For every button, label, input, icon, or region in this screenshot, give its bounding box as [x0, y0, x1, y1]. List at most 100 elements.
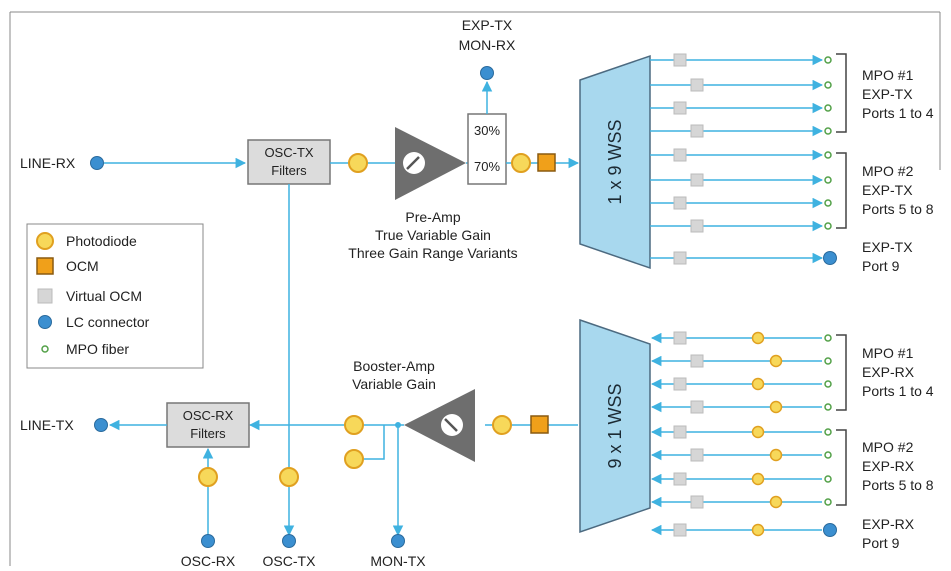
tx-group1-line3: Ports 1 to 4	[862, 105, 934, 121]
rx-group1-line3: Ports 1 to 4	[862, 383, 934, 399]
rx-port9-line2: Port 9	[862, 535, 900, 551]
rx-port9-line1: EXP-RX	[862, 516, 915, 532]
tx-port9-line1: EXP-TX	[862, 239, 913, 255]
tx-group1-line1: MPO #1	[862, 67, 914, 83]
photodiode-icon	[769, 354, 783, 368]
photodiode-icon	[511, 153, 531, 173]
rx-group1-bracket	[836, 334, 847, 411]
wss-9x1	[579, 318, 651, 534]
mpo-fiber-icon	[824, 199, 832, 207]
rx-group2-line1: MPO #2	[862, 439, 914, 455]
wss-1x9-label: 1 x 9 WSS	[605, 119, 625, 204]
legend-ocm-icon	[36, 257, 54, 275]
legend-ocm-label: OCM	[66, 258, 99, 274]
ocm-icon	[530, 415, 549, 434]
photodiode-icon	[492, 415, 512, 435]
virtual-ocm-icon	[690, 173, 704, 187]
virtual-ocm-icon	[690, 124, 704, 138]
tx-group2-line2: EXP-TX	[862, 182, 913, 198]
virtual-ocm-icon	[690, 78, 704, 92]
preamp-label-2: True Variable Gain	[375, 227, 491, 243]
legend-photodiode-icon	[36, 232, 54, 250]
booster-gain-needle	[444, 418, 458, 432]
fiber-segment	[362, 425, 385, 460]
rx-group2-bracket	[836, 429, 847, 506]
splitter-bottom-ratio: 70%	[474, 159, 500, 174]
virtual-ocm-icon	[673, 148, 687, 162]
tx-group2-line3: Ports 5 to 8	[862, 201, 934, 217]
photodiode-icon	[769, 400, 783, 414]
line-tx-connector-icon	[94, 418, 108, 432]
legend-virtual-ocm-label: Virtual OCM	[66, 288, 142, 304]
tx-group2-line1: MPO #2	[862, 163, 914, 179]
photodiode-icon	[769, 448, 783, 462]
line-rx-label: LINE-RX	[20, 155, 76, 171]
photodiode-icon	[279, 467, 299, 487]
tx-port9-line2: Port 9	[862, 258, 900, 274]
mpo-fiber-icon	[824, 222, 832, 230]
tx-group2-bracket	[836, 152, 847, 229]
osc-rx-port-label: OSC-RX	[181, 553, 236, 569]
mpo-fiber-icon	[824, 151, 832, 159]
booster-label-1: Booster-Amp	[353, 358, 435, 374]
legend-virtual-ocm-icon	[37, 288, 53, 304]
photodiode-icon	[769, 495, 783, 509]
mon-tx-connector-icon	[391, 534, 405, 548]
mpo-fiber-icon	[824, 380, 832, 388]
mpo-fiber-icon	[824, 334, 832, 342]
virtual-ocm-icon	[673, 377, 687, 391]
exp-tx-mon-rx-connector-icon	[480, 66, 494, 80]
legend-mpo-fiber-icon	[41, 345, 49, 353]
preamp-label-3: Three Gain Range Variants	[348, 245, 517, 261]
virtual-ocm-icon	[690, 219, 704, 233]
virtual-ocm-icon	[673, 53, 687, 67]
mpo-fiber-icon	[824, 104, 832, 112]
mpo-fiber-icon	[824, 176, 832, 184]
booster-triangle	[404, 389, 475, 462]
osc-tx-connector-icon	[282, 534, 296, 548]
virtual-ocm-icon	[690, 354, 704, 368]
exp-tx-port-label: EXP-TX	[462, 17, 513, 33]
photodiode-icon	[751, 472, 765, 486]
wss-1x9	[579, 54, 651, 270]
virtual-ocm-icon	[673, 472, 687, 486]
photodiode-icon	[751, 523, 765, 537]
virtual-ocm-icon	[690, 495, 704, 509]
osc-rx-filters-line2: Filters	[190, 426, 226, 441]
photodiode-icon	[344, 415, 364, 435]
legend-mpo-fiber-label: MPO fiber	[66, 341, 129, 357]
osc-tx-filters-line2: Filters	[271, 163, 307, 178]
tx-group1-line2: EXP-TX	[862, 86, 913, 102]
rx-input-rows	[650, 331, 837, 537]
splitter-box	[467, 113, 507, 185]
osc-tx-filters-box	[247, 139, 331, 185]
mpo-fiber-icon	[824, 357, 832, 365]
preamp-gain-needle	[406, 156, 420, 170]
virtual-ocm-icon	[673, 425, 687, 439]
mpo-fiber-icon	[824, 451, 832, 459]
line-rx-connector-icon	[90, 156, 104, 170]
mpo-fiber-icon	[824, 498, 832, 506]
mpo-fiber-icon	[824, 56, 832, 64]
photodiode-icon	[348, 153, 368, 173]
line-tx-label: LINE-TX	[20, 417, 74, 433]
mpo-fiber-icon	[824, 81, 832, 89]
osc-tx-port-label: OSC-TX	[263, 553, 317, 569]
frame-border	[9, 11, 941, 566]
osc-rx-filters-box	[166, 402, 250, 448]
ocm-icon	[537, 153, 556, 172]
tx-output-rows	[650, 53, 837, 265]
tx-group1-bracket	[836, 53, 847, 133]
preamp-triangle	[395, 127, 466, 200]
osc-rx-filters-line1: OSC-RX	[183, 408, 234, 423]
photodiode-icon	[751, 377, 765, 391]
rx-group2-line3: Ports 5 to 8	[862, 477, 934, 493]
splitter-top-ratio: 30%	[474, 123, 500, 138]
booster-label-2: Variable Gain	[352, 376, 436, 392]
photodiode-icon	[344, 449, 364, 469]
lc-connector-icon	[823, 251, 837, 265]
mpo-fiber-icon	[824, 428, 832, 436]
legend-photodiode-label: Photodiode	[66, 233, 137, 249]
virtual-ocm-icon	[673, 251, 687, 265]
